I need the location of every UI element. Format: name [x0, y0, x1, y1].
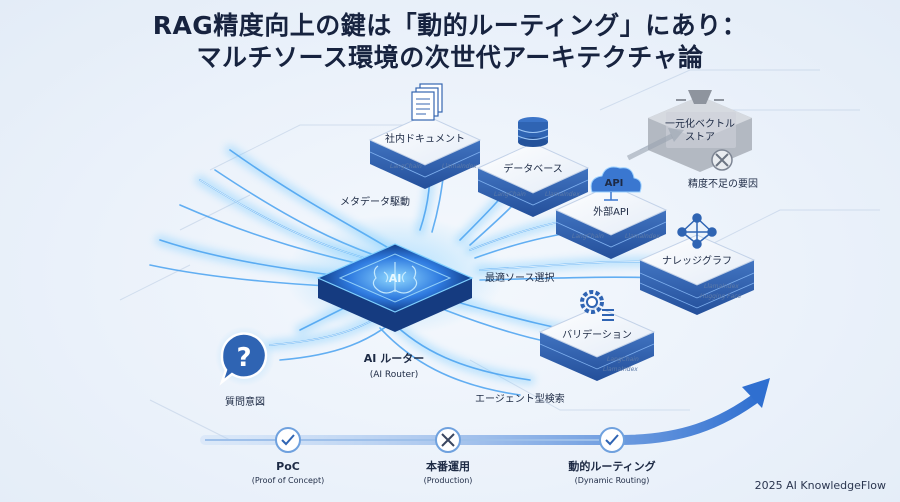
tier-label: LangChain	[572, 233, 604, 240]
vector-store-label-1: 一元化ベクトル	[665, 117, 735, 130]
tier-label: LlamaIndex	[603, 366, 638, 373]
cloud-icon	[590, 166, 642, 201]
document-stack-icon	[411, 83, 443, 121]
timeline-sub-production: (Production)	[424, 476, 473, 485]
title-line-2: マルチソース環境の次世代アーキテクチャ論	[196, 43, 704, 72]
timeline-node-dynamic-routing[interactable]	[599, 427, 625, 453]
internal-docs-label: 社内ドキュメント	[385, 132, 465, 145]
tier-label: LangChain	[607, 356, 639, 363]
external-api-node[interactable]	[554, 184, 668, 259]
tier-label: LlamaIndex	[442, 163, 477, 170]
validation-label: バリデーション	[562, 328, 632, 341]
ai-router[interactable]	[285, 215, 505, 335]
graph-network-icon	[677, 213, 717, 249]
query-intent-label: 質問意図	[225, 395, 265, 408]
timeline-label-poc: PoC	[276, 460, 300, 473]
funnel-icon	[688, 90, 712, 104]
timeline-node-poc[interactable]	[275, 427, 301, 453]
tier-label: LlamaIndex	[704, 283, 739, 290]
page-title: RAG精度向上の鍵は「動的ルーティング」にあり： マルチソース環境の次世代アーキ…	[0, 10, 900, 74]
agent-search-label: エージェント型検索	[475, 392, 565, 405]
database-node[interactable]	[476, 142, 590, 217]
timeline-label-production: 本番運用	[426, 459, 470, 473]
question-mark-icon: ?	[236, 343, 251, 373]
vector-store-label-2: ストア	[685, 132, 715, 143]
tier-label: Hugging Face	[700, 293, 742, 300]
metadata-driven-label: メタデータ駆動	[340, 195, 410, 208]
check-icon	[281, 434, 295, 446]
knowledge-graph-node[interactable]	[638, 234, 756, 315]
internal-docs-node[interactable]	[368, 114, 482, 189]
tier-label: LlamaIndex	[625, 233, 660, 240]
validation-node[interactable]	[538, 306, 656, 381]
timeline-arrowhead	[742, 378, 770, 408]
database-icon	[517, 117, 549, 147]
knowledge-graph-label: ナレッジグラフ	[662, 254, 732, 267]
credit: 2025 AI KnowledgeFlow	[754, 479, 886, 492]
brain-icon	[372, 262, 418, 294]
api-badge: API	[605, 178, 624, 189]
vector-store-arrow	[626, 133, 674, 161]
tier-label: LlamaIndex	[545, 191, 580, 198]
timeline-label-dynamic: 動的ルーティング	[568, 459, 655, 473]
title-line-1: RAG精度向上の鍵は「動的ルーティング」にあり：	[152, 11, 748, 40]
cross-circle-icon	[711, 149, 733, 171]
router-name: AI ルーター	[364, 352, 424, 365]
router-name-en: (AI Router)	[370, 370, 419, 380]
router-chip-text: AI	[389, 272, 402, 285]
accuracy-shortfall-label: 精度不足の要因	[688, 177, 758, 190]
query-intent-bubble[interactable]	[215, 326, 275, 386]
tier-label: LangChain	[390, 163, 422, 170]
gear-icon	[580, 290, 614, 321]
tools-icon	[441, 433, 455, 447]
database-label: データベース	[503, 162, 563, 175]
external-api-label: 外部API	[593, 205, 629, 218]
timeline-node-production[interactable]	[435, 427, 461, 453]
check-icon	[605, 434, 619, 446]
unified-vector-store	[648, 90, 752, 172]
timeline-sub-dynamic: (Dynamic Routing)	[575, 476, 650, 485]
timeline-sub-poc: (Proof of Concept)	[252, 476, 325, 485]
tier-label: LangChain	[494, 191, 526, 198]
timeline	[200, 378, 770, 445]
